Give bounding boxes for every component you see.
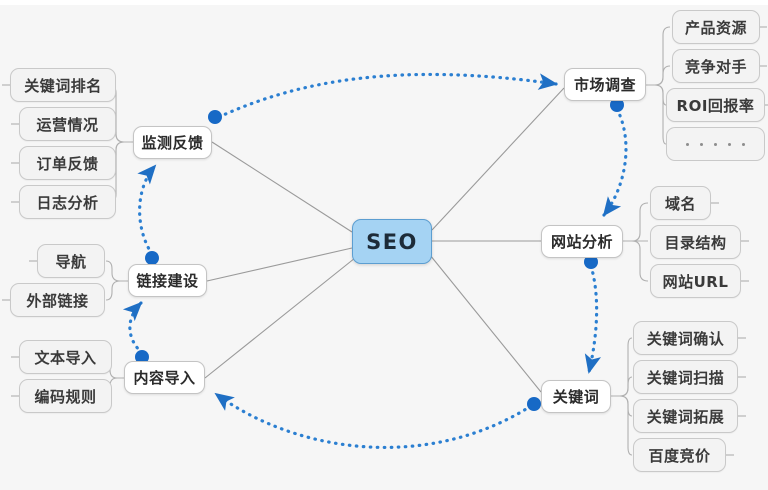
leaf-node-roi-rate[interactable]: ROI回报率	[666, 88, 765, 122]
flow-keywords-to-content	[214, 392, 533, 449]
leaf-node-log-analysis[interactable]: 日志分析	[19, 185, 116, 219]
leaf-node-product-resources[interactable]: 产品资源	[672, 10, 760, 44]
leaf-node-keyword-scan[interactable]: 关键词扫描	[633, 360, 738, 394]
flow-site-to-keywords	[584, 264, 602, 374]
branch-node-market-research[interactable]: 市场调查	[564, 68, 646, 101]
flow-link-to-monitor	[137, 164, 157, 256]
flow-market-to-site	[602, 107, 628, 217]
flow-content-to-link	[122, 301, 144, 355]
leaf-node-encoding-rules[interactable]: 编码规则	[19, 379, 112, 413]
ellipsis-dot	[686, 142, 689, 146]
branch-node-link-building[interactable]: 链接建设	[128, 264, 207, 297]
ellipsis-dot	[742, 142, 745, 146]
flow-monitor-to-market	[217, 72, 558, 119]
leaf-node-navigation[interactable]: 导航	[37, 244, 105, 278]
leaf-node-keyword-confirm[interactable]: 关键词确认	[633, 321, 738, 355]
flow-dot-link	[145, 251, 159, 265]
branch-node-monitor-feedback[interactable]: 监测反馈	[133, 126, 212, 159]
leaf-node-text-import[interactable]: 文本导入	[19, 340, 112, 374]
leaf-node-operation-status[interactable]: 运营情况	[19, 107, 116, 141]
flow-dot-monitor	[208, 110, 222, 124]
ellipsis-dot	[700, 142, 703, 146]
leaf-node-keyword-ranking[interactable]: 关键词排名	[10, 68, 116, 102]
leaf-node-baidu-bidding[interactable]: 百度竞价	[633, 438, 726, 472]
branch-node-content-import[interactable]: 内容导入	[124, 361, 205, 394]
leaf-node-directory-structure[interactable]: 目录结构	[650, 225, 741, 259]
leaf-node-keyword-expand[interactable]: 关键词拓展	[633, 399, 738, 433]
leaf-node-external-links[interactable]: 外部链接	[10, 283, 105, 317]
branch-node-site-analysis[interactable]: 网站分析	[541, 225, 623, 258]
branch-node-keywords[interactable]: 关键词	[541, 380, 611, 413]
leaf-node-competitors[interactable]: 竞争对手	[672, 49, 760, 83]
leaf-node-domain-name[interactable]: 域名	[650, 186, 711, 220]
top-white-band	[0, 0, 768, 5]
ellipsis-dot	[714, 142, 717, 146]
leaf-node-order-feedback[interactable]: 订单反馈	[19, 146, 116, 180]
center-node-seo[interactable]: SEO	[352, 219, 432, 264]
ellipsis-dot	[728, 142, 731, 146]
flow-dot-keywords	[527, 397, 541, 411]
leaf-node-ellipsis[interactable]	[666, 127, 765, 161]
leaf-node-site-url[interactable]: 网站URL	[650, 264, 741, 298]
